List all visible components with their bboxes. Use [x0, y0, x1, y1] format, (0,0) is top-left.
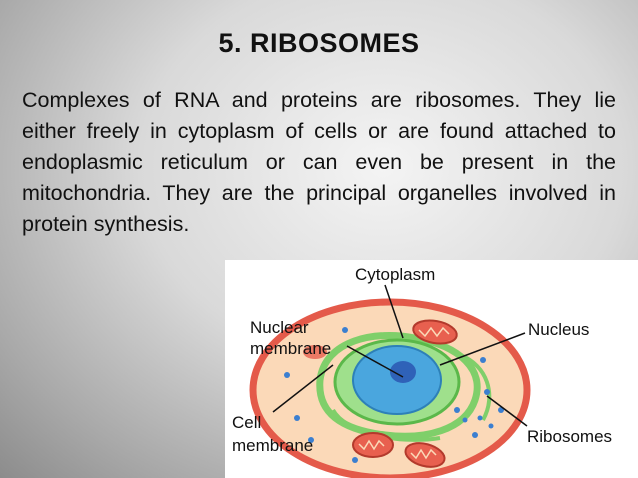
label-cytoplasm: Cytoplasm — [355, 265, 436, 284]
label-nucleus: Nucleus — [528, 320, 590, 339]
nucleolus-shape — [390, 361, 416, 383]
cell-illustration — [249, 284, 531, 478]
slide-title: 5. RIBOSOMES — [218, 28, 420, 58]
er-fold-2 — [459, 353, 492, 421]
slide-body-text: Complexes of RNA and proteins are riboso… — [22, 88, 616, 236]
mitochondrion-1 — [412, 319, 458, 345]
label-nuclear-membrane-line1: Nuclear — [250, 318, 309, 337]
label-ribosomes: Ribosomes — [527, 427, 613, 446]
mitochondrion-5 — [404, 442, 446, 468]
leader-lines — [272, 284, 528, 427]
cell-diagram: Cytoplasm Nuclear membrane Nucleus Cell … — [225, 260, 638, 478]
label-cell-membrane-line2: membrane — [232, 436, 314, 455]
vesicle — [303, 345, 327, 359]
label-nuclear-membrane-line2: membrane — [250, 339, 332, 358]
label-cell-membrane-line1: Cell — [232, 413, 262, 432]
mitochondrion-4 — [352, 432, 394, 458]
